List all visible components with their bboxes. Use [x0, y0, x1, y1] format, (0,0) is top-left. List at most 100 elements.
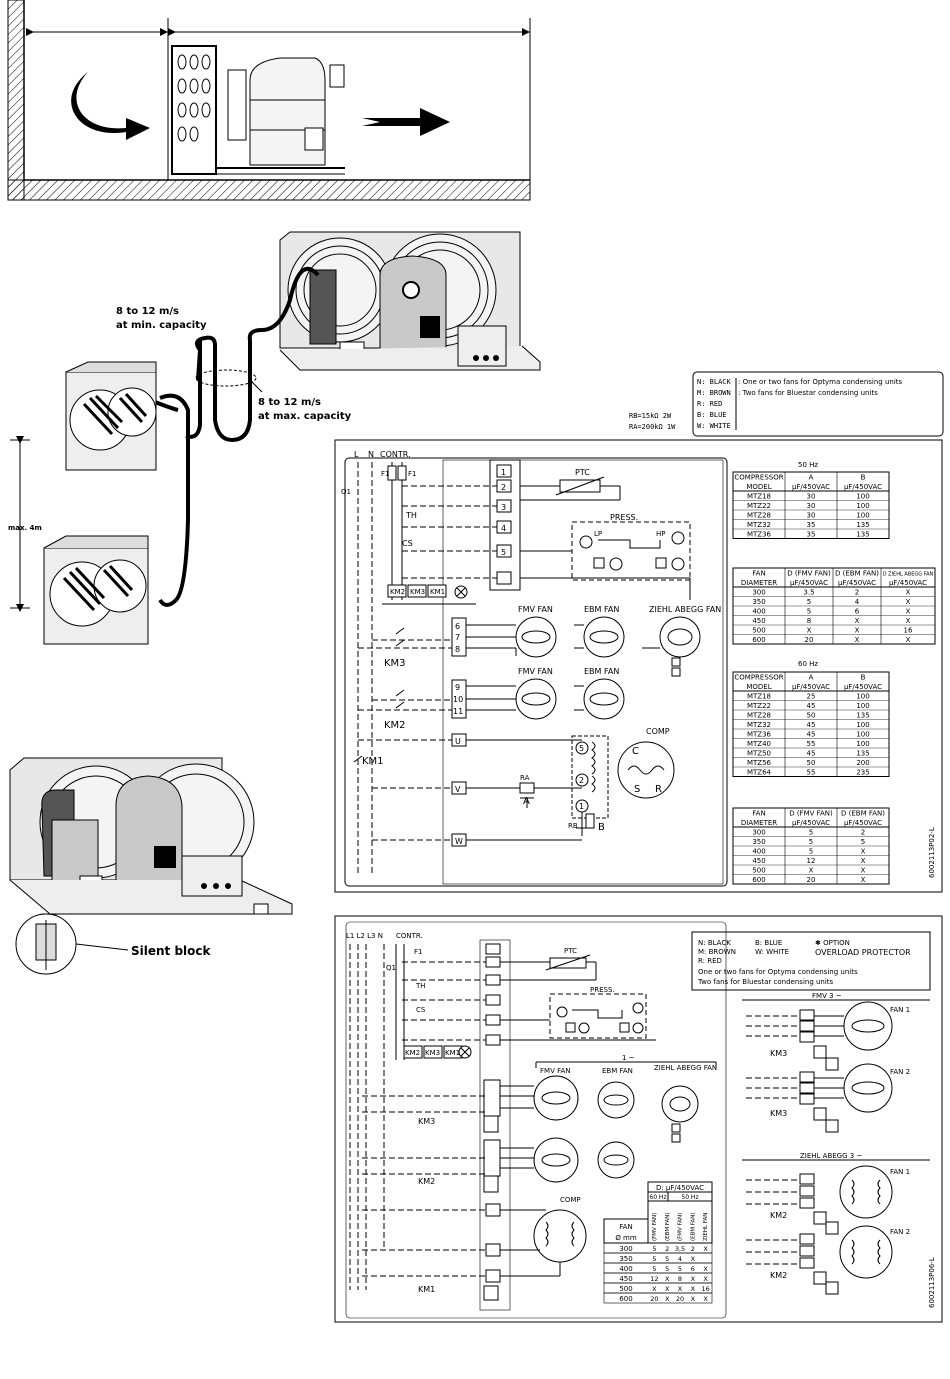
tfan1-row-2-cell-0: 400 [752, 608, 765, 616]
t50-row-1-cell-0: MTZ22 [747, 502, 771, 510]
tfan1-row-4-cell-1: X [807, 627, 812, 635]
tfan2-row-5-cell-0: 600 [752, 876, 765, 884]
tfan3-row-5-cell-1: X [665, 1295, 670, 1303]
tfan3-row-3-cell-4: X [703, 1275, 708, 1283]
d1-term-10: 10 [453, 695, 463, 704]
tfan3-row-4-cell-3: X [691, 1285, 696, 1293]
d1-wind-1: 1 [579, 802, 584, 811]
d1-term-V: V [455, 785, 461, 794]
t60-row-4-cell-2: 100 [856, 731, 869, 739]
d1-term-5: 5 [501, 548, 506, 557]
tfan3-row-0-cell-2: 3,5 [675, 1245, 685, 1253]
d1-km2-label: KM2 [384, 720, 406, 731]
t60-header-1-cell-1: µF/450VAC [792, 683, 830, 691]
t60-row-1-cell-0: MTZ22 [747, 702, 771, 710]
tfan2-row-3-cell-0: 450 [752, 857, 765, 865]
t60-row-4-cell-0: MTZ36 [747, 731, 772, 739]
tfan3-row-5-cell-3: X [691, 1295, 696, 1303]
d2-right-km3a: KM3 [770, 1049, 787, 1058]
d2-km2-box: KM2 [405, 1049, 420, 1057]
tfan3-row-1-cell-0: 5 [652, 1255, 656, 1263]
d2-km3-box: KM3 [425, 1049, 440, 1057]
t60-row-1-cell-2: 100 [856, 702, 869, 710]
tfan1-row-2-cell-2: 6 [855, 608, 860, 616]
silent-block-label: Silent block [131, 944, 212, 958]
d1-fmv-fan-1: FMV FAN [518, 605, 553, 614]
tfan3-col-head-0: (FMV FAN) [652, 1213, 658, 1241]
tfan3-fan: FAN [619, 1223, 632, 1231]
d1-lp-label: LP [594, 530, 602, 538]
legend-black: N: BLACK [697, 378, 732, 386]
t50-row-3-cell-0: MTZ32 [747, 521, 771, 529]
tfan3-row-3-dia: 450 [619, 1275, 632, 1283]
d1-f1-b: F1 [408, 470, 416, 478]
d2-one-phase: 1 ~ [622, 1054, 635, 1062]
tfan3-col-head-3: (EBM FAN) [690, 1212, 696, 1241]
d2-right-km2b: KM2 [770, 1271, 787, 1280]
tfan3-row-4-cell-1: X [665, 1285, 670, 1293]
tfan3-row-3-cell-0: 12 [650, 1275, 658, 1283]
d1-km3-box: KM3 [410, 588, 425, 596]
tfan3-row-2-cell-2: 5 [678, 1265, 682, 1273]
t50-row-0-cell-1: 30 [807, 493, 816, 501]
d1-cap-a: A [523, 796, 530, 807]
t60-row-0-cell-2: 100 [856, 693, 869, 701]
d1-comp-label: COMP [646, 727, 670, 736]
t60-row-6-cell-0: MTZ50 [747, 750, 771, 758]
tfan2-row-4-cell-0: 500 [752, 867, 765, 875]
d1-km2-box: KM2 [390, 588, 405, 596]
tfan2-row-2-cell-0: 400 [752, 848, 765, 856]
d2-note-optyma: One or two fans for Optyma condensing un… [698, 968, 858, 976]
tfan1-header-1-cell-2: µF/450VAC [838, 579, 876, 587]
d2-fmv-fan1: FAN 1 [890, 1006, 910, 1014]
t60-row-8-cell-1: 55 [807, 769, 816, 777]
tfan1-row-2-cell-3: X [906, 608, 911, 616]
d1-ziehl-fan: ZIEHL ABEGG FAN [649, 605, 721, 614]
d1-hp-label: HP [656, 530, 666, 538]
t50-header-1-cell-2: µF/450VAC [844, 483, 882, 491]
d2-ptc: PTC [564, 947, 577, 955]
d1-km1-box: KM1 [430, 588, 445, 596]
d1-term-U: U [455, 737, 461, 746]
tfan3-row-2-dia: 400 [619, 1265, 632, 1273]
t60-row-7-cell-1: 50 [807, 759, 816, 767]
tfan2-header-1-cell-0: DIAMETER [741, 819, 777, 827]
tfan3-row-4-cell-2: X [678, 1285, 683, 1293]
tfan1-row-1-cell-3: X [906, 598, 911, 606]
tfan1-row-5-cell-3: X [906, 636, 911, 644]
d2-f1: F1 [414, 948, 422, 956]
t60-row-0-cell-0: MTZ18 [747, 693, 771, 701]
d2-ziehl3: ZIEHL ABEGG 3 ~ [800, 1152, 862, 1160]
legend-red: R: RED [697, 400, 722, 408]
t60-header-0-cell-0: COMPRESSOR [734, 674, 783, 682]
tfan3-row-5 [603, 1292, 713, 1304]
d2-lines: L1 L2 L3 N [346, 932, 383, 940]
tfan3-row-0-cell-3: 2 [691, 1245, 695, 1253]
t60-row-5-cell-2: 100 [856, 740, 869, 748]
tfan1-header-1-cell-3: µF/450VAC [889, 579, 927, 587]
d2-drawing-code: 6002113P06-L [928, 1257, 936, 1308]
tfan3-title: D: µF/450VAC [656, 1184, 704, 1192]
tfan1-row-1-cell-2: 4 [855, 598, 860, 606]
legend-box-1 [692, 371, 944, 437]
d1-th-label: TH [405, 511, 417, 520]
d2-right-km3b: KM3 [770, 1109, 787, 1118]
t60-row-1-cell-1: 45 [807, 702, 816, 710]
tfan3-row-3-cell-2: 8 [678, 1275, 682, 1283]
tfan3-row-0-dia: 300 [619, 1245, 632, 1253]
d1-comp-r: R [655, 784, 662, 795]
d1-term-4: 4 [501, 524, 506, 533]
tfan3-row-1-cell-2: 4 [678, 1255, 682, 1263]
pipe-routing-figure [10, 231, 541, 645]
t60-row-3-cell-0: MTZ32 [747, 721, 771, 729]
d2-fmv3: FMV 3 ~ [812, 992, 842, 1000]
tfan3-row-0-cell-0: 5 [652, 1245, 656, 1253]
d1-term-1: 1 [501, 468, 506, 477]
d2-ziehl-fan1: FAN 1 [890, 1168, 910, 1176]
tfan1-row-0-cell-1: 3.5 [803, 589, 814, 597]
t50-row-4-cell-2: 135 [856, 531, 869, 539]
t50-header-0-cell-0: COMPRESSOR [734, 474, 783, 482]
legend-note-optyma: : One or two fans for Optyma condensing … [738, 378, 903, 386]
